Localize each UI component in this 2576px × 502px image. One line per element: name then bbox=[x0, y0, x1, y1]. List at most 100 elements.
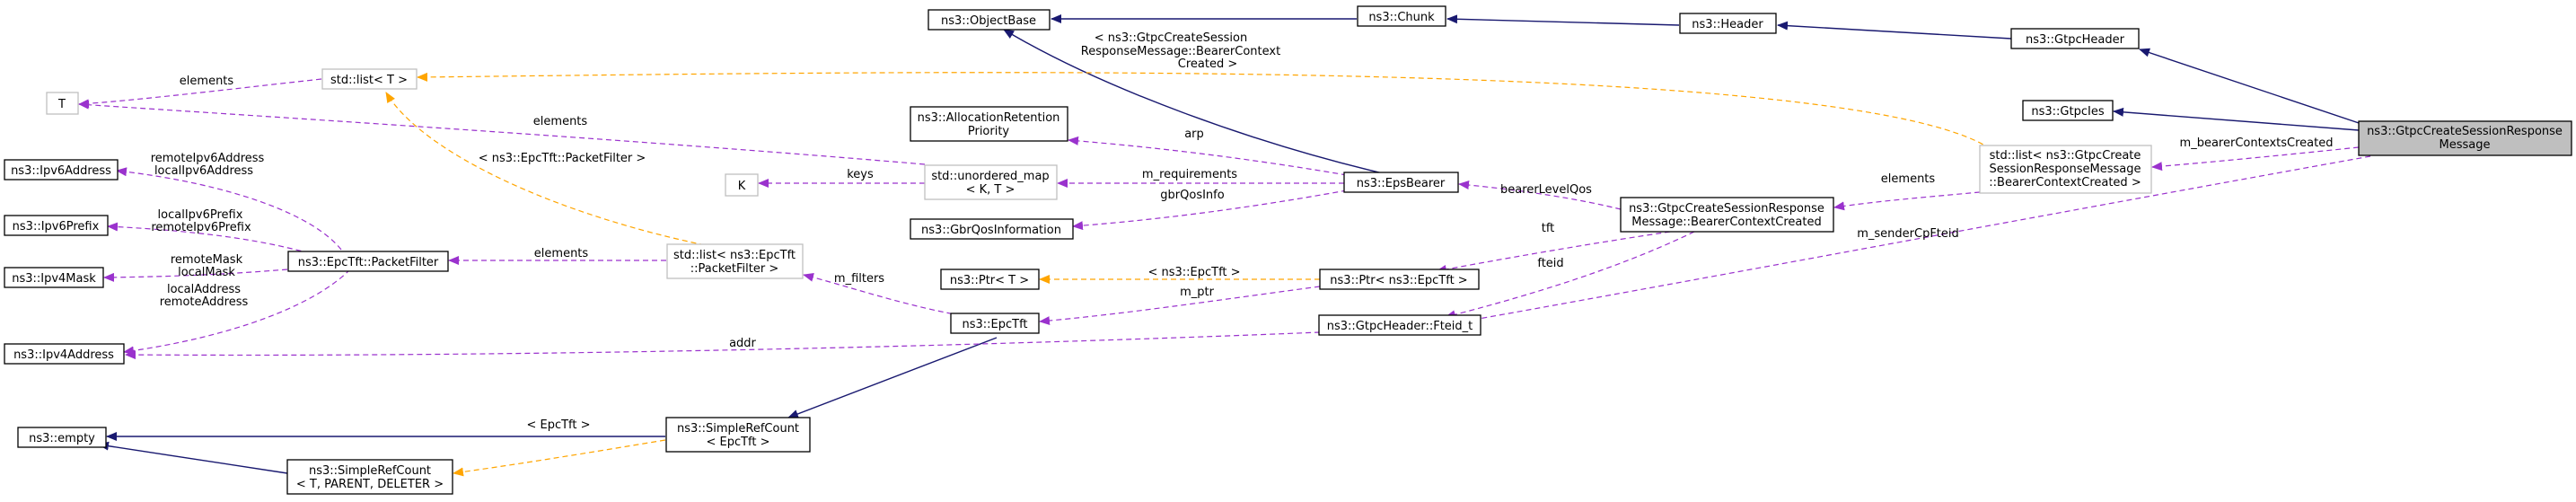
svg-text:< T, PARENT, DELETER >: < T, PARENT, DELETER > bbox=[296, 478, 444, 491]
label-m-ptr: m_ptr bbox=[1180, 286, 1215, 299]
svg-text:ns3::GtpcCreateSessionResponse: ns3::GtpcCreateSessionResponse bbox=[1629, 202, 1824, 216]
label-ipv4addr-1: localAddress bbox=[167, 283, 241, 296]
svg-text:ns3::GtpcCreateSessionResponse: ns3::GtpcCreateSessionResponse bbox=[2367, 125, 2563, 138]
edge-bearerctx-epsbearer bbox=[1458, 181, 1622, 210]
svg-text:Priority: Priority bbox=[968, 125, 1010, 138]
node-ptr-epctft[interactable]: ns3::Ptr< ns3::EpcTft > bbox=[1319, 269, 1480, 290]
node-epctft[interactable]: ns3::EpcTft bbox=[950, 313, 1040, 334]
node-ipv6prefix[interactable]: ns3::Ipv6Prefix bbox=[4, 215, 109, 236]
node-simplerefcount-epctft[interactable]: ns3::SimpleRefCount < EpcTft > bbox=[665, 417, 811, 453]
svg-text:ns3::ObjectBase: ns3::ObjectBase bbox=[941, 14, 1036, 28]
label-ipv6prefix-2: remoteIpv6Prefix bbox=[151, 221, 251, 234]
svg-text:ns3::Ipv6Prefix: ns3::Ipv6Prefix bbox=[13, 220, 100, 233]
svg-text:T: T bbox=[57, 98, 66, 111]
label-m-requirements: m_requirements bbox=[1142, 168, 1237, 181]
label-elements-t: elements bbox=[180, 75, 234, 88]
svg-text:::BearerContextCreated >: ::BearerContextCreated > bbox=[1989, 176, 2141, 189]
svg-text:< EpcTft >: < EpcTft > bbox=[706, 436, 769, 449]
svg-text:Message: Message bbox=[2440, 138, 2491, 152]
edge-stdlistpf-stdlist-t bbox=[385, 92, 715, 248]
edge-header-chunk bbox=[1446, 14, 1680, 26]
node-fteid[interactable]: ns3::GtpcHeader::Fteid_t bbox=[1318, 314, 1481, 336]
node-objectbase[interactable]: ns3::ObjectBase bbox=[928, 9, 1051, 31]
node-k[interactable]: K bbox=[725, 173, 759, 197]
edge-epsbearer-gbrqos bbox=[1072, 189, 1348, 231]
svg-text:ns3::Chunk: ns3::Chunk bbox=[1368, 11, 1435, 24]
edge-epsbearer-allocation bbox=[1068, 136, 1348, 176]
edge-epctft-simplerefcount bbox=[787, 337, 998, 418]
svg-text:ns3::AllocationRetention: ns3::AllocationRetention bbox=[918, 111, 1060, 125]
edge-main-gtpcies bbox=[2113, 107, 2360, 131]
node-chunk[interactable]: ns3::Chunk bbox=[1357, 5, 1446, 27]
node-stdlist-packetfilter[interactable]: std::list< ns3::EpcTft ::PacketFilter > bbox=[666, 243, 804, 279]
svg-text:ns3::Header: ns3::Header bbox=[1692, 18, 1763, 31]
node-allocation-retention-priority[interactable]: ns3::AllocationRetention Priority bbox=[910, 106, 1068, 142]
svg-text:ns3::Ipv4Mask: ns3::Ipv4Mask bbox=[12, 272, 96, 286]
label-ipv6prefix-1: localIpv6Prefix bbox=[158, 208, 243, 222]
node-header[interactable]: ns3::Header bbox=[1679, 13, 1777, 34]
edge-bearerctx-fteid bbox=[1445, 231, 1695, 320]
node-simplerefcount-t-parent-deleter[interactable]: ns3::SimpleRefCount < T, PARENT, DELETER… bbox=[286, 459, 453, 495]
node-empty[interactable]: ns3::empty bbox=[17, 427, 107, 448]
edge-bearerctx-ptr bbox=[1436, 231, 1671, 274]
label-keys: keys bbox=[847, 168, 874, 181]
svg-text:ns3::GbrQosInformation: ns3::GbrQosInformation bbox=[921, 224, 1061, 237]
label-elements-bearer: elements bbox=[1881, 172, 1936, 186]
node-stdlist-t[interactable]: std::list< T > bbox=[321, 68, 418, 90]
edge-map-t-elements bbox=[78, 100, 926, 165]
label-tft: tft bbox=[1542, 222, 1555, 235]
node-epsbearer[interactable]: ns3::EpsBearer bbox=[1343, 172, 1459, 193]
edge-pf-ipv6address bbox=[116, 167, 342, 251]
node-ipv4mask[interactable]: ns3::Ipv4Mask bbox=[4, 267, 104, 288]
edge-main-fteid bbox=[1463, 155, 2371, 324]
node-t[interactable]: T bbox=[46, 92, 79, 115]
node-ipv6address[interactable]: ns3::Ipv6Address bbox=[4, 159, 119, 181]
edge-simplerefcount-epctft-tmpl bbox=[453, 439, 666, 477]
edge-stdlistbearer-bearerctx bbox=[1833, 191, 1981, 211]
svg-text:ns3::GtpcHeader: ns3::GtpcHeader bbox=[2026, 33, 2125, 47]
edge-main-gtpcheader bbox=[2139, 48, 2376, 129]
svg-text:::PacketFilter >: ::PacketFilter > bbox=[690, 262, 779, 276]
label-arp: arp bbox=[1184, 128, 1204, 141]
label-m-sendercpfteid: m_senderCpFteid bbox=[1857, 227, 1959, 241]
svg-text:SessionResponseMessage: SessionResponseMessage bbox=[1989, 163, 2141, 176]
svg-text:std::list< T >: std::list< T > bbox=[330, 74, 408, 87]
label-elements-map: elements bbox=[533, 115, 588, 128]
node-ipv4address[interactable]: ns3::Ipv4Address bbox=[4, 343, 125, 365]
edge-epctft-stdlistpf bbox=[803, 272, 989, 321]
edge-gtpcheader-header bbox=[1777, 21, 2012, 40]
label-ptr-tmpl: < ns3::EpcTft > bbox=[1147, 266, 1240, 279]
node-stdlist-bearer-context[interactable]: std::list< ns3::GtpcCreate SessionRespon… bbox=[1979, 145, 2152, 194]
label-bearerlevelqos: bearerLevelQos bbox=[1500, 183, 1592, 197]
edge-simplerefcount2-empty bbox=[98, 441, 288, 474]
svg-text:ns3::Ipv6Address: ns3::Ipv6Address bbox=[11, 164, 111, 178]
svg-text:K: K bbox=[738, 180, 746, 193]
svg-text:ns3::empty: ns3::empty bbox=[29, 432, 95, 445]
node-gtpc-create-session-response-message[interactable]: ns3::GtpcCreateSessionResponse Message bbox=[2358, 120, 2572, 156]
svg-text:std::list< ns3::EpcTft: std::list< ns3::EpcTft bbox=[673, 249, 796, 262]
svg-text:std::list< ns3::GtpcCreate: std::list< ns3::GtpcCreate bbox=[1990, 149, 2141, 163]
svg-text:ns3::GtpcHeader::Fteid_t: ns3::GtpcHeader::Fteid_t bbox=[1327, 320, 1473, 333]
label-ipv4addr-2: remoteAddress bbox=[160, 295, 249, 309]
edge-pf-ipv4address bbox=[123, 269, 351, 356]
node-unordered-map[interactable]: std::unordered_map < K, T > bbox=[924, 164, 1058, 200]
svg-text:ns3::SimpleRefCount: ns3::SimpleRefCount bbox=[309, 464, 431, 478]
label-ipv4mask-2: localMask bbox=[178, 266, 235, 279]
edge-stdlist-t-elements bbox=[78, 78, 322, 109]
edge-labels: elements < ns3::GtpcCreateSession Respon… bbox=[151, 31, 2334, 432]
node-gtpcies[interactable]: ns3::GtpcIes bbox=[2022, 100, 2114, 121]
node-gtpcheader[interactable]: ns3::GtpcHeader bbox=[2010, 28, 2140, 49]
svg-text:std::unordered_map: std::unordered_map bbox=[931, 170, 1049, 183]
label-list-to-main-1: < ns3::GtpcCreateSession bbox=[1095, 31, 1247, 45]
node-ptr-t[interactable]: ns3::Ptr< T > bbox=[940, 269, 1040, 290]
node-packetfilter[interactable]: ns3::EpcTft::PacketFilter bbox=[287, 251, 449, 272]
svg-text:ns3::Ptr< ns3::EpcTft >: ns3::Ptr< ns3::EpcTft > bbox=[1330, 274, 1467, 287]
svg-text:ns3::SimpleRefCount: ns3::SimpleRefCount bbox=[677, 422, 799, 436]
svg-text:ns3::EpcTft::PacketFilter: ns3::EpcTft::PacketFilter bbox=[298, 256, 439, 269]
label-ipv6addr-1: remoteIpv6Address bbox=[151, 152, 265, 165]
svg-text:ns3::EpcTft: ns3::EpcTft bbox=[962, 318, 1027, 331]
node-bearer-context-created[interactable]: ns3::GtpcCreateSessionResponse Message::… bbox=[1620, 197, 1834, 233]
edge-pf-ipv4mask bbox=[103, 269, 288, 282]
label-elements-pf: elements bbox=[534, 247, 589, 260]
node-gbr-qos-information[interactable]: ns3::GbrQosInformation bbox=[910, 218, 1074, 240]
